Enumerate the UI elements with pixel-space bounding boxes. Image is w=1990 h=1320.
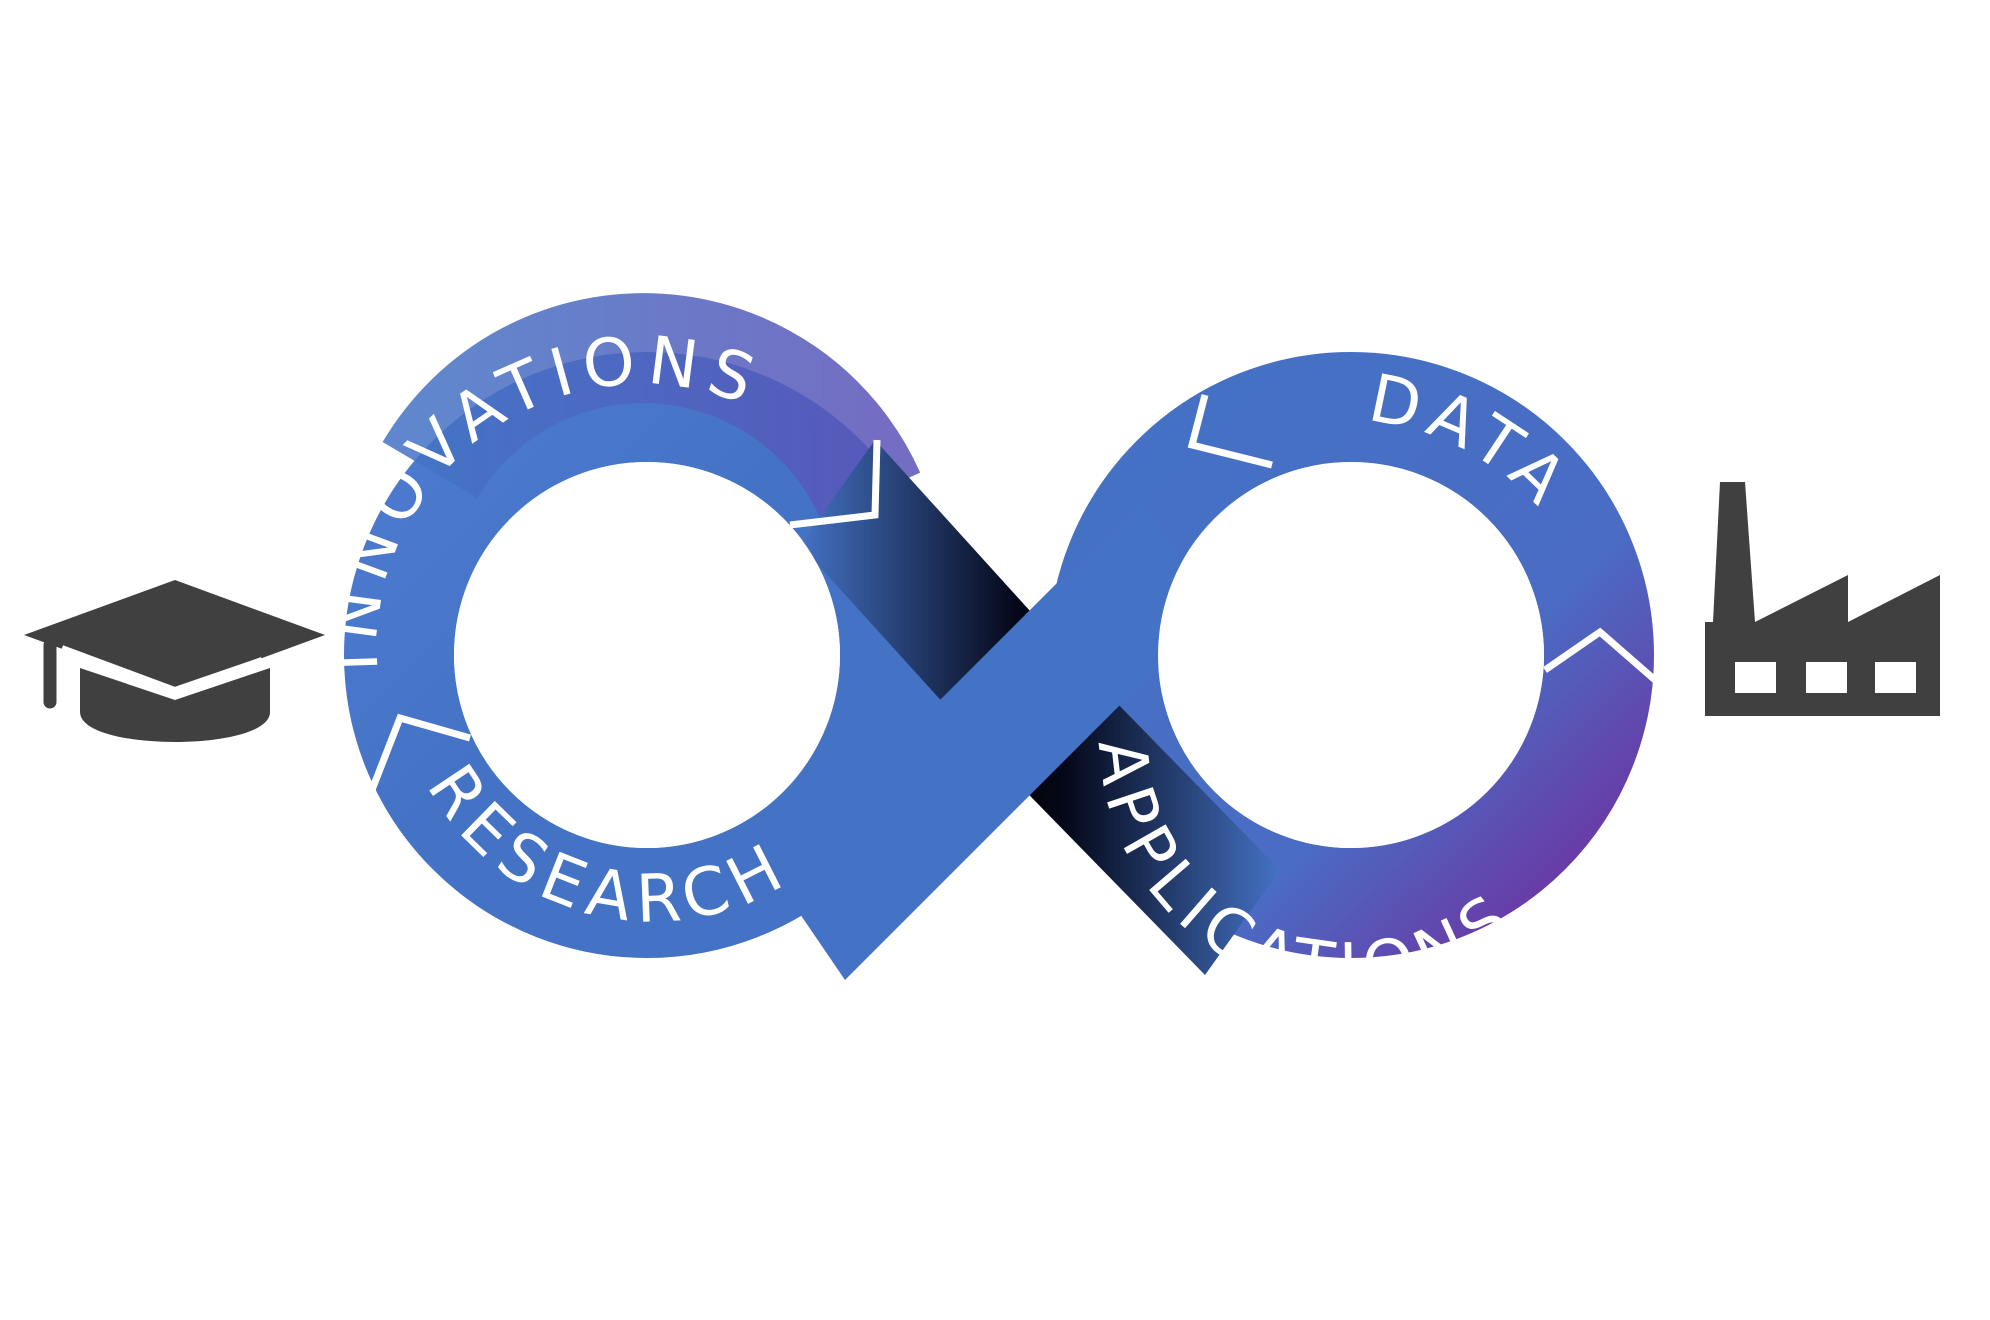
graduation-cap-icon: [24, 580, 325, 742]
right-loop-hole: [1158, 462, 1544, 848]
factory-icon: [1705, 482, 1940, 716]
left-loop-hole: [454, 462, 840, 848]
arrow-separators: [366, 394, 1658, 797]
left-loop: [344, 293, 950, 958]
crossing-bands: [770, 440, 1280, 980]
